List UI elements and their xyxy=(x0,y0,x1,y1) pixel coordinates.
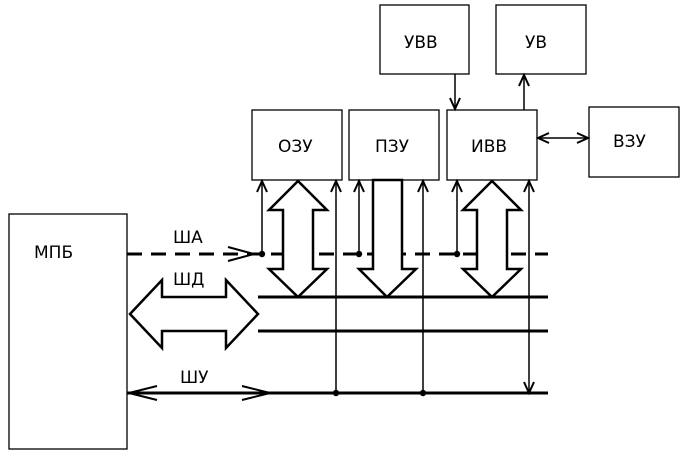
bus-address-label: ША xyxy=(173,228,203,248)
block-pzu-label: ПЗУ xyxy=(375,137,410,157)
block-ozu: ОЗУ xyxy=(251,109,343,181)
block-ozu-label: ОЗУ xyxy=(278,137,313,157)
block-uv-label: УВ xyxy=(525,33,547,53)
pzu-connections xyxy=(353,178,429,397)
block-uv: УВ xyxy=(495,4,587,75)
block-ivv: ИВВ xyxy=(446,109,538,181)
block-uvv-label: УВВ xyxy=(404,33,438,53)
block-ivv-label: ИВВ xyxy=(471,137,507,157)
ivv-connections xyxy=(451,178,535,396)
peripheral-links xyxy=(449,72,591,144)
block-uvv: УВВ xyxy=(379,4,470,75)
ozu-connections xyxy=(256,178,342,397)
block-pzu: ПЗУ xyxy=(348,109,440,181)
block-vzu-label: ВЗУ xyxy=(613,132,647,152)
data-bus xyxy=(128,276,548,352)
block-mpb-label: МПБ xyxy=(34,243,73,263)
bus-control-label: ШУ xyxy=(180,368,209,388)
block-mpb: МПБ xyxy=(8,213,128,450)
bus-data-label: ШД xyxy=(173,270,204,290)
block-vzu: ВЗУ xyxy=(588,106,680,178)
